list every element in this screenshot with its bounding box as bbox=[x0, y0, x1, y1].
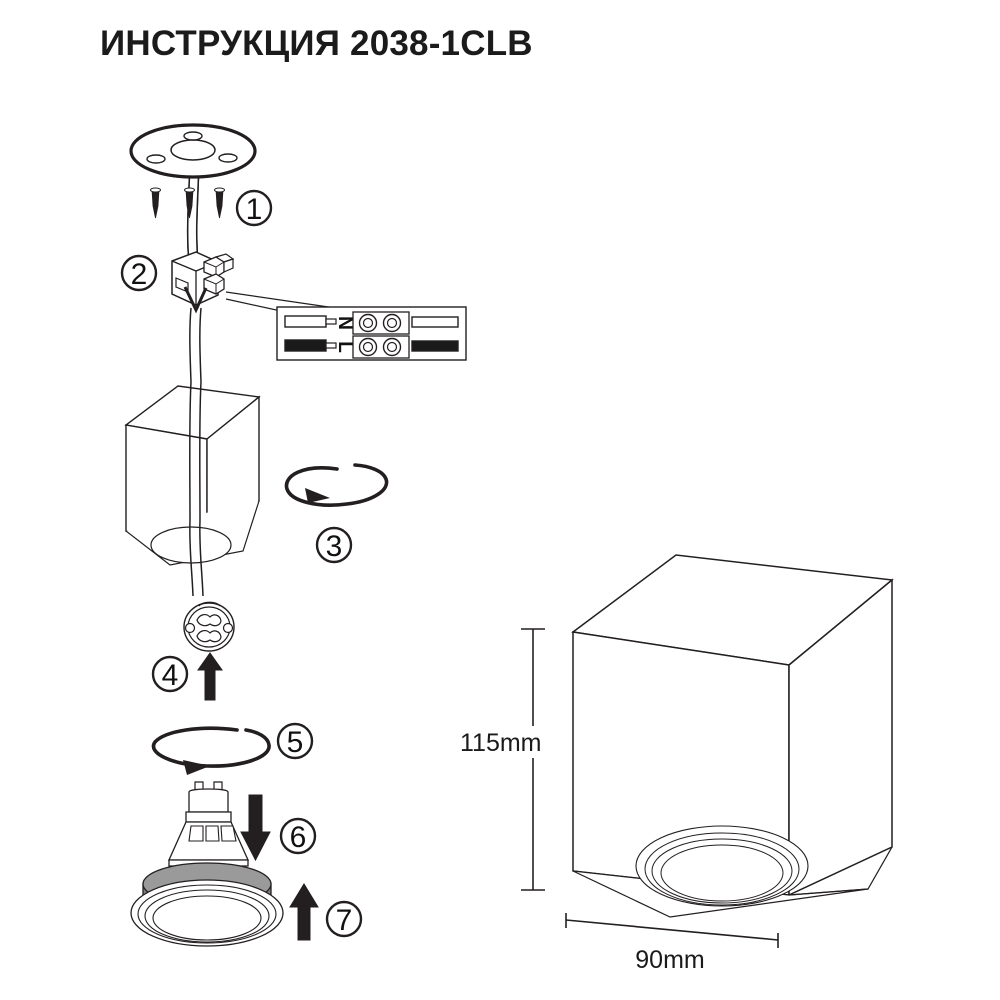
rotation-arrow-5 bbox=[151, 726, 271, 775]
step-marker-1-label: 1 bbox=[246, 193, 263, 226]
step-marker-3-label: 3 bbox=[326, 530, 343, 563]
rotation-arrow-3 bbox=[284, 463, 389, 507]
insert-arrow-up-4 bbox=[197, 652, 223, 701]
live-wire-row: L bbox=[284, 335, 459, 359]
dimension-drawing: 115mm 90mm bbox=[455, 554, 894, 974]
lens-diffuser-ring bbox=[130, 862, 284, 947]
step-6-group: 6 bbox=[167, 781, 317, 867]
width-dimension-label: 90mm bbox=[635, 946, 704, 974]
plate-hole bbox=[218, 153, 238, 163]
plate-hole bbox=[183, 131, 203, 141]
plate-hole bbox=[146, 154, 166, 164]
step-3-group: 3 bbox=[124, 381, 389, 597]
ceiling-mounting-plate bbox=[129, 123, 257, 179]
screw bbox=[214, 187, 225, 219]
step-marker-7-label: 7 bbox=[336, 904, 353, 937]
step-2-group: 2 bbox=[120, 251, 467, 383]
step-marker-2-label: 2 bbox=[131, 258, 148, 291]
gu10-lamp bbox=[167, 781, 250, 867]
height-dimension-label: 115mm bbox=[460, 729, 542, 757]
step-1-group: 1 bbox=[129, 123, 273, 263]
step-marker-2: 2 bbox=[120, 254, 158, 292]
insert-arrow-down-6 bbox=[240, 794, 271, 862]
step-marker-5-label: 5 bbox=[287, 726, 304, 759]
wiring-detail-box: N L bbox=[276, 306, 467, 361]
gu10-lamp-socket bbox=[183, 601, 235, 652]
step-5-group: 5 bbox=[151, 722, 314, 775]
screw bbox=[150, 187, 161, 219]
step-4-group: 4 bbox=[151, 601, 235, 701]
dimension-cube bbox=[571, 554, 894, 918]
step-marker-6-label: 6 bbox=[290, 821, 307, 854]
step-marker-4: 4 bbox=[151, 655, 189, 693]
neutral-terminal-label: N bbox=[334, 316, 355, 330]
step-marker-1: 1 bbox=[235, 189, 273, 227]
step-marker-4-label: 4 bbox=[162, 659, 179, 692]
terminal-block bbox=[171, 251, 235, 306]
step-7-group: 7 bbox=[130, 862, 363, 947]
cable-through-housing bbox=[189, 381, 204, 597]
neutral-wire-row: N bbox=[284, 311, 459, 335]
page-title: ИНСТРУКЦИЯ 2038-1CLB bbox=[100, 24, 533, 63]
insert-arrow-up-7 bbox=[289, 883, 319, 941]
step-marker-5: 5 bbox=[276, 722, 314, 760]
cube-housing bbox=[124, 385, 261, 566]
height-dimension: 115mm bbox=[455, 628, 545, 891]
terminal-wires bbox=[183, 286, 208, 383]
width-dimension: 90mm bbox=[565, 913, 779, 974]
step-marker-3: 3 bbox=[315, 526, 353, 564]
live-terminal-label: L bbox=[334, 341, 355, 353]
step-marker-6: 6 bbox=[279, 817, 317, 855]
screw bbox=[184, 187, 195, 219]
step-marker-7: 7 bbox=[325, 900, 363, 938]
mounting-screws bbox=[150, 187, 225, 219]
